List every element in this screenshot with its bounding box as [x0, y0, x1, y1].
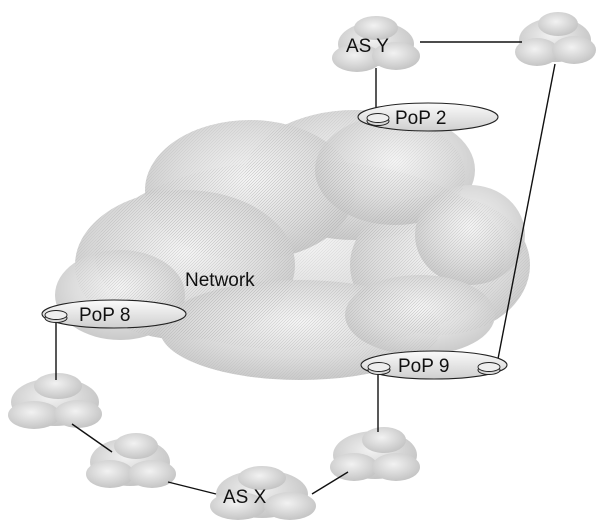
link-cloudleft-cloudbl [71, 423, 113, 453]
cloud-as-y [332, 16, 420, 72]
pop-9: PoP 9 [360, 350, 508, 380]
cloud-top-right [515, 12, 596, 66]
cloud-as-x [210, 466, 316, 520]
cloud-left [8, 373, 102, 429]
router-icon [477, 362, 501, 375]
router-icon [366, 113, 390, 126]
pop-8-label: PoP 8 [79, 305, 130, 326]
as-x-label: AS X [223, 487, 267, 508]
network-cloud [55, 110, 530, 380]
links [55, 41, 556, 495]
pop-2-label: PoP 2 [395, 108, 446, 129]
cloud-bottom-right [330, 427, 420, 481]
cloud-bottom-left [86, 433, 176, 488]
router-icon [44, 310, 68, 323]
as-y-label: AS Y [346, 36, 389, 57]
link-cloudbl-asx [167, 481, 217, 495]
pop-8: PoP 8 [41, 299, 187, 329]
pop-2: PoP 2 [357, 102, 499, 132]
link-asx-cloudbr [311, 471, 349, 495]
link-cloudtr-pop9 [496, 63, 556, 365]
network-label: Network [185, 270, 255, 291]
pop-9-label: PoP 9 [398, 356, 449, 377]
router-icon [367, 362, 391, 375]
